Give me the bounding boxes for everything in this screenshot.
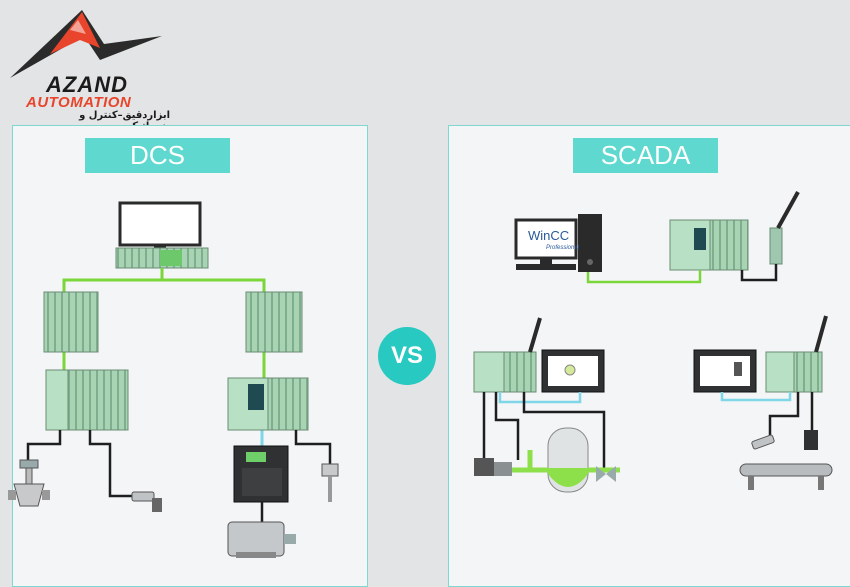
electric-motor-icon [227, 521, 296, 558]
dcs-operator-monitor [115, 201, 209, 269]
photo-sensor-icon [804, 430, 818, 450]
storage-tank-icon [547, 427, 589, 493]
gsm-modem-icon [769, 191, 800, 265]
proximity-sensor-icon [131, 491, 162, 512]
scada-rtu-left [473, 317, 542, 393]
scada-rtu-right [765, 315, 828, 393]
control-valve-icon [8, 459, 50, 507]
dcs-io-rack-right [227, 377, 309, 431]
pump-icon [474, 458, 512, 476]
vs-badge: VS [378, 327, 436, 385]
logo-name: AZAND [46, 72, 128, 97]
scada-title: SCADA [573, 138, 718, 173]
valve-icon [596, 466, 616, 482]
dcs-controller-left [43, 291, 99, 353]
dcs-network-bus [62, 268, 266, 446]
scada-hmi-right [693, 349, 757, 393]
wincc-logo: WinCC [528, 228, 570, 243]
logo-roof-icon [10, 10, 162, 78]
dcs-title: DCS [85, 138, 230, 173]
dcs-io-rack-left [45, 369, 129, 431]
frequency-drive-icon [233, 445, 289, 503]
company-logo: AZAND AUTOMATION ابزاردقیق–کنترل و پنوما… [0, 0, 170, 132]
dcs-controller-right [245, 291, 303, 353]
proximity-sensor-icon [751, 434, 775, 450]
wincc-edition: Professional [546, 245, 580, 251]
logo-subtitle: AUTOMATION [26, 94, 132, 111]
temperature-sensor-icon [321, 463, 339, 502]
scada-pc-icon [514, 214, 602, 272]
conveyor-belt-icon [739, 463, 833, 490]
comparison-diagram [8, 191, 833, 558]
scada-plc-rack [669, 219, 749, 271]
scada-hmi-left [541, 349, 605, 393]
